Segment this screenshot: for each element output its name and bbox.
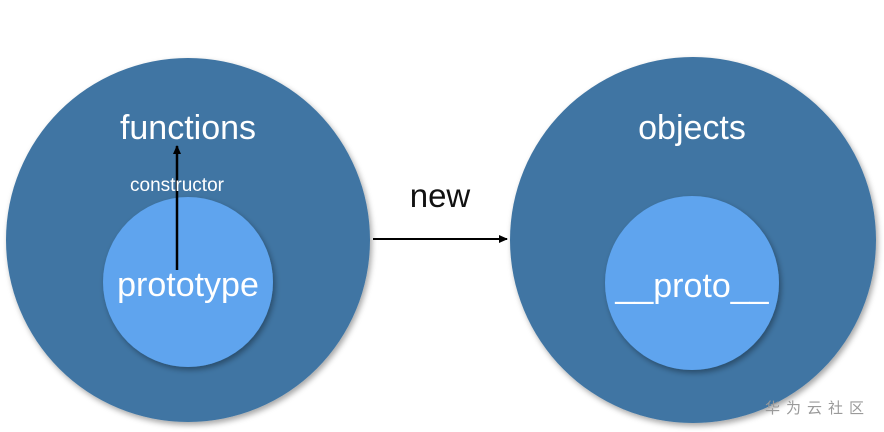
new-label: new <box>410 177 471 214</box>
watermark: 华为云社区 <box>764 399 870 417</box>
constructor-label: constructor <box>130 175 225 196</box>
prototype-circle <box>103 197 273 367</box>
proto-circle <box>605 196 779 370</box>
functions-group: functions prototype constructor <box>6 58 370 422</box>
objects-group: objects __proto__ <box>510 57 876 423</box>
prototype-label: prototype <box>117 266 259 304</box>
functions-title: functions <box>120 109 256 147</box>
proto-label: __proto__ <box>614 267 769 305</box>
objects-title: objects <box>638 109 746 147</box>
new-connector: new <box>373 177 508 243</box>
